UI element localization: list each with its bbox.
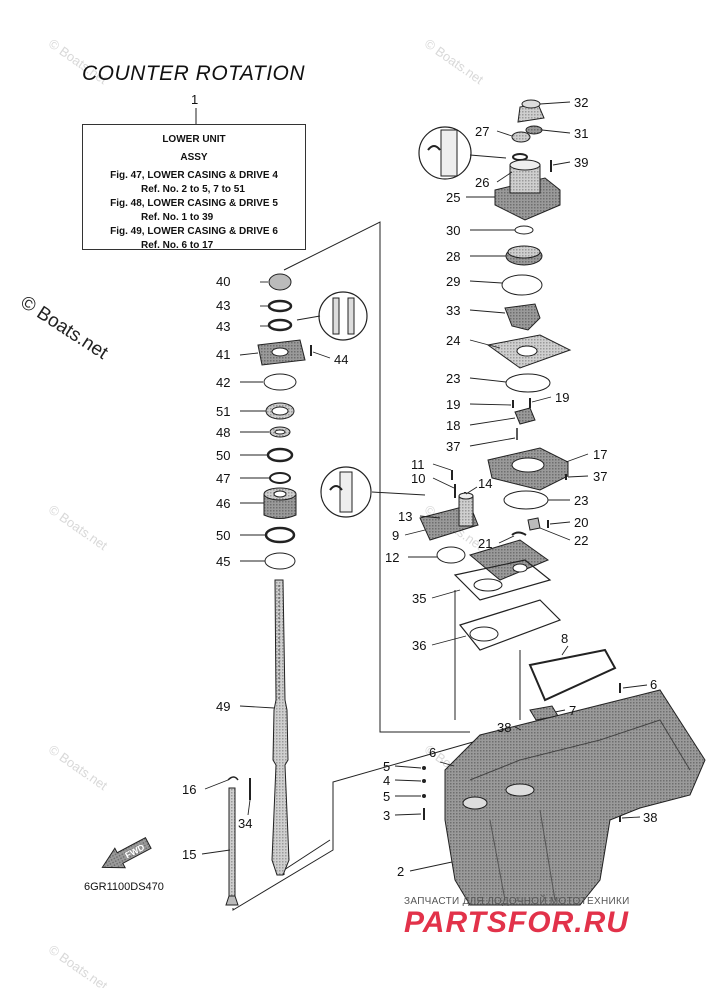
part-label-23: 23 [446, 371, 461, 386]
fwd-arrow-icon [101, 837, 152, 869]
part-label-45: 45 [216, 554, 231, 569]
part-label-19: 19 [446, 397, 461, 412]
part-label-42: 42 [216, 375, 231, 390]
part-label-37: 37 [446, 439, 461, 454]
ref-line: Ref. No. 1 to 39 [141, 212, 214, 223]
part-label-23: 23 [574, 493, 589, 508]
callout-1: 1 [191, 92, 199, 107]
part-label-15: 15 [182, 847, 197, 862]
part-label-25: 25 [446, 190, 461, 205]
part-label-46: 46 [216, 496, 231, 511]
part-label-28: 28 [446, 249, 461, 264]
part-label-14: 14 [478, 476, 493, 491]
part-label-3: 3 [383, 808, 391, 823]
detail-circle [318, 291, 368, 341]
part-label-17: 17 [593, 447, 608, 462]
part-label-40: 40 [216, 274, 231, 289]
part-label-31: 31 [574, 126, 589, 141]
part-label-34: 34 [238, 816, 253, 831]
part-label-51: 51 [216, 404, 231, 419]
part-label-27: 27 [475, 124, 490, 139]
part-label-44: 44 [334, 352, 349, 367]
ref-line: Fig. 47, LOWER CASING & DRIVE 4 [110, 170, 278, 181]
part-label-16: 16 [182, 782, 197, 797]
part-label-49: 49 [216, 699, 231, 714]
part-label-50: 50 [216, 448, 231, 463]
part-label-20: 20 [574, 515, 589, 530]
reference-box: LOWER UNIT ASSY Fig. 47, LOWER CASING & … [82, 124, 306, 251]
part-label-33: 33 [446, 303, 461, 318]
part-label-38: 38 [643, 810, 658, 825]
part-label-19: 19 [555, 390, 570, 405]
part-label-9: 9 [392, 528, 400, 543]
brand-tagline: ЗАПЧАСТИ ДЛЯ ЛОДОЧНОЙ МОТОТЕХНИКИ [404, 896, 630, 907]
brand-logo: PARTSFOR.RU [404, 906, 629, 939]
part-label-5: 5 [383, 759, 391, 774]
part-label-21: 21 [478, 536, 493, 551]
part-label-37: 37 [593, 469, 608, 484]
part-label-35: 35 [412, 591, 427, 606]
part-label-36: 36 [412, 638, 427, 653]
ref-line: LOWER UNIT [162, 134, 226, 145]
part-label-11: 11 [411, 457, 425, 472]
part-label-10: 10 [411, 471, 426, 486]
part-label-22: 22 [574, 533, 589, 548]
ref-line: Fig. 48, LOWER CASING & DRIVE 5 [110, 198, 278, 209]
part-label-30: 30 [446, 223, 461, 238]
part-label-5: 5 [383, 789, 391, 804]
part-label-7: 7 [569, 703, 577, 718]
part-label-13: 13 [398, 509, 413, 524]
part-label-29: 29 [446, 274, 461, 289]
part-label-12: 12 [385, 550, 400, 565]
part-label-2: 2 [397, 864, 405, 879]
part-label-48: 48 [216, 425, 231, 440]
part-label-47: 47 [216, 471, 231, 486]
ref-line: ASSY [180, 152, 208, 163]
part-label-24: 24 [446, 333, 461, 348]
part-label-8: 8 [561, 631, 569, 646]
part-label-32: 32 [574, 95, 589, 110]
part-label-38: 38 [497, 720, 512, 735]
ref-line: Ref. No. 6 to 17 [141, 240, 214, 251]
diagram-code: 6GR1100DS470 [84, 881, 164, 893]
part-label-39: 39 [574, 155, 589, 170]
part-label-18: 18 [446, 418, 461, 433]
part-label-6: 6 [650, 677, 658, 692]
part-label-4: 4 [383, 773, 391, 788]
ref-line: Fig. 49, LOWER CASING & DRIVE 6 [110, 226, 278, 237]
part-label-43: 43 [216, 298, 231, 313]
ref-line: Ref. No. 2 to 5, 7 to 51 [141, 184, 245, 195]
part-label-6: 6 [429, 745, 437, 760]
part-label-26: 26 [475, 175, 490, 190]
part-label-41: 41 [216, 347, 231, 362]
diagram-title: COUNTER ROTATION [82, 62, 306, 85]
part-label-50: 50 [216, 528, 231, 543]
part-label-43: 43 [216, 319, 231, 334]
